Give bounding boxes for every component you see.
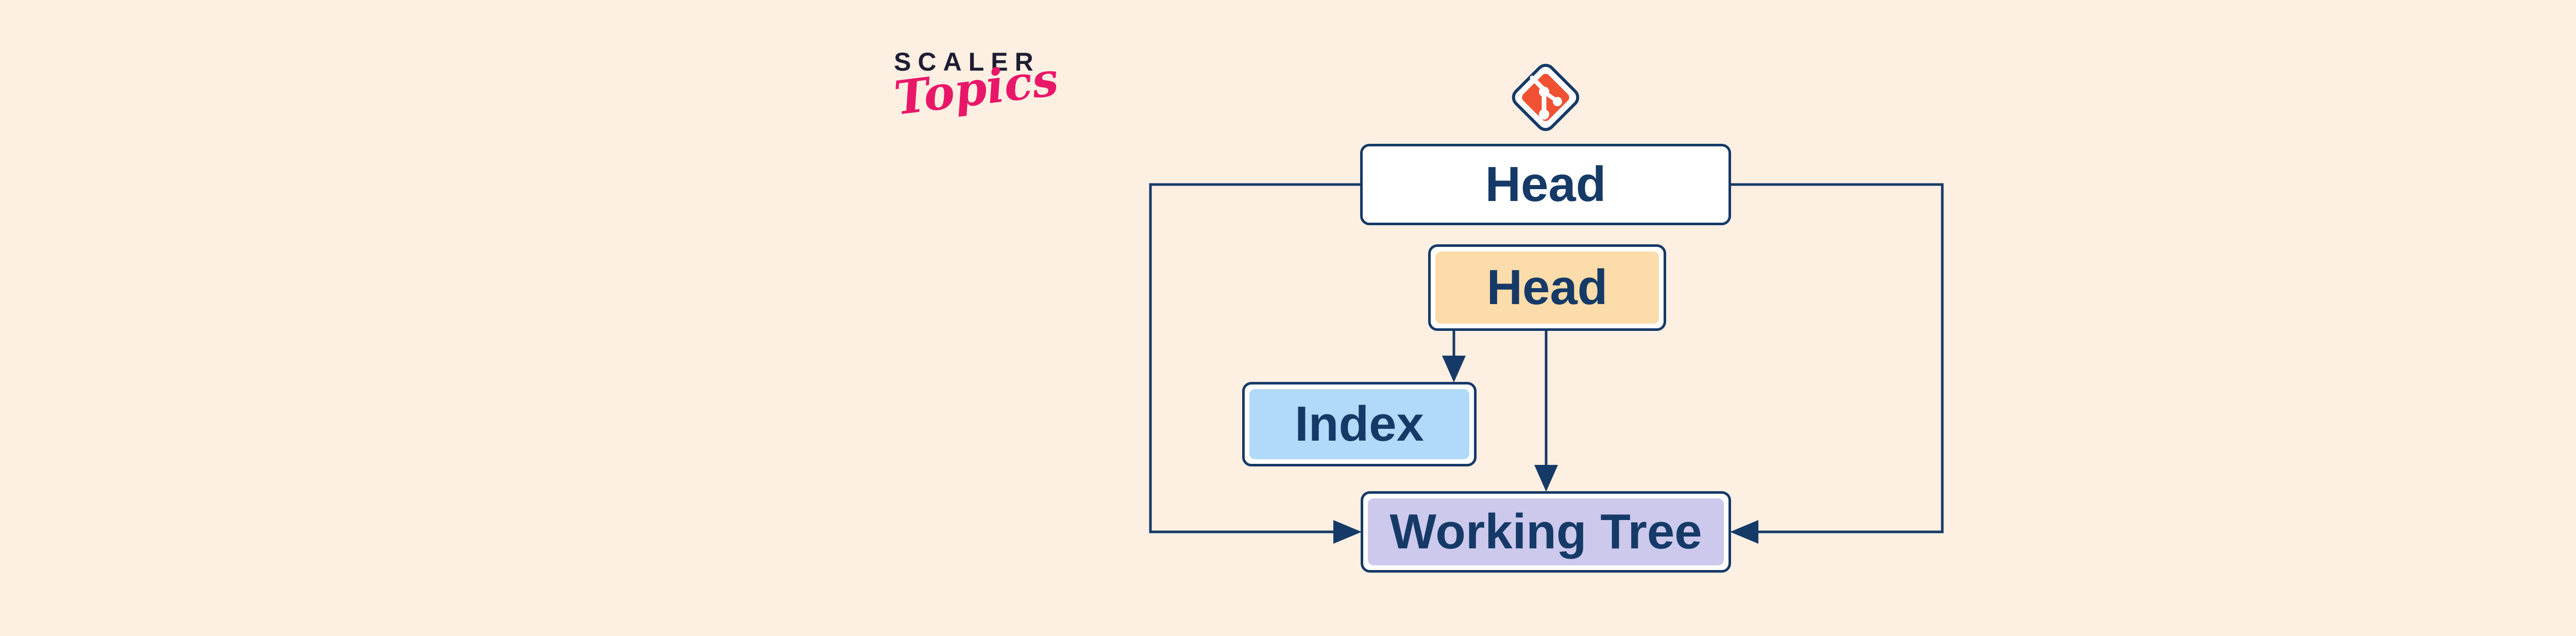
edge-head-top-left-route [1149,183,1361,533]
git-branch-glyph [1530,75,1562,120]
node-index-fill: Index [1249,389,1469,459]
node-head-top-label: Head [1485,157,1606,212]
arrowhead-into-working-tree-top [1534,465,1558,492]
node-head-label: Head [1486,260,1608,315]
git-icon [1509,61,1582,134]
node-head: Head [1428,244,1666,331]
arrowhead-into-working-tree-left [1333,520,1362,544]
edge-head-top-right-route [1730,183,1944,533]
node-index: Index [1242,382,1477,466]
arrowhead-into-index-top [1442,356,1466,382]
logo-wordmark-scaler: SCALER [894,47,1040,76]
node-head-fill: Head [1435,252,1659,324]
arrowhead-into-working-tree-right [1730,520,1758,544]
node-head-top: Head [1360,144,1731,225]
node-head-top-fill: Head [1367,151,1724,218]
node-index-label: Index [1295,396,1424,451]
scaler-topics-logo: SCALER Topics [891,47,1061,126]
node-working-tree-fill: Working Tree [1368,498,1724,565]
node-working-tree-label: Working Tree [1389,504,1702,559]
node-working-tree: Working Tree [1361,491,1731,573]
git-logo-diamond [1512,63,1580,131]
